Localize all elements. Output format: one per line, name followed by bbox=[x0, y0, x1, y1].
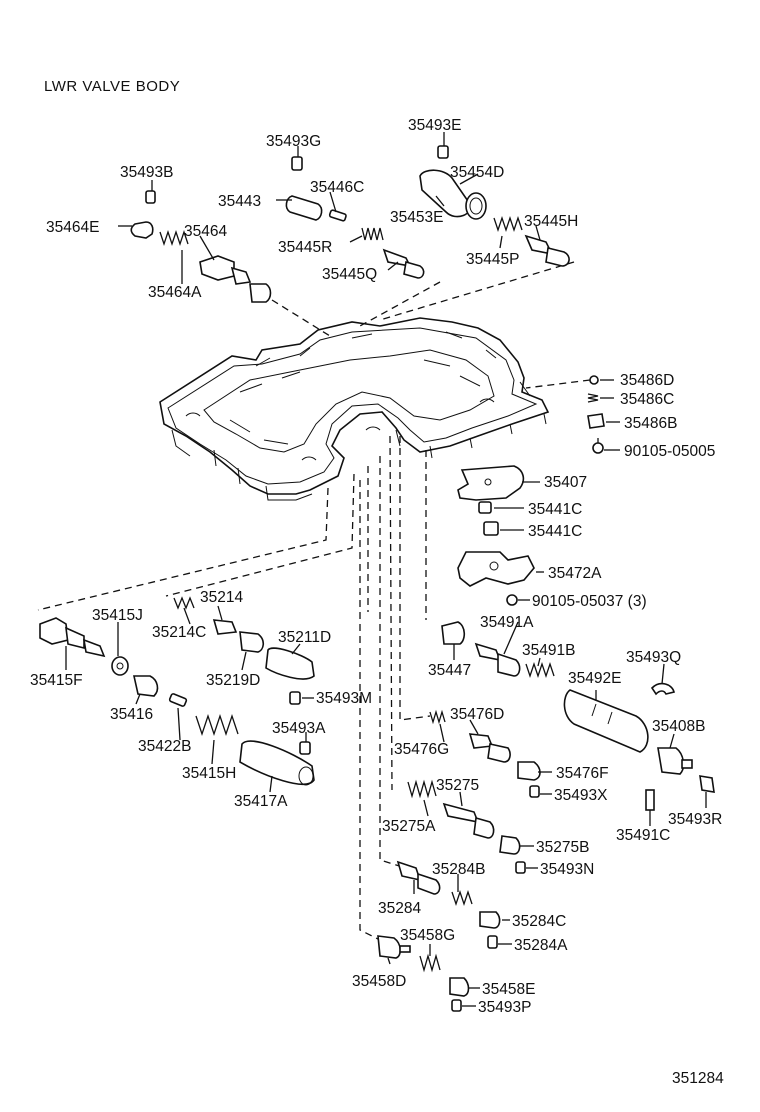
part-label-35417A: 35417A bbox=[234, 793, 288, 810]
part-label-35284C: 35284C bbox=[512, 913, 566, 930]
part-label-35464: 35464 bbox=[184, 223, 227, 240]
part-label-35422B: 35422B bbox=[138, 738, 191, 755]
lower-left-parts bbox=[39, 596, 315, 786]
part-label-35492E: 35492E bbox=[568, 670, 621, 687]
part-label-35493G: 35493G bbox=[266, 133, 321, 150]
part-label-35493P: 35493P bbox=[478, 999, 531, 1016]
part-label-35493N: 35493N bbox=[540, 861, 594, 878]
part-label-35458D: 35458D bbox=[352, 973, 406, 990]
part-label-35493Q: 35493Q bbox=[626, 649, 681, 666]
part-label-35491A: 35491A bbox=[480, 614, 534, 631]
part-label-35284: 35284 bbox=[378, 900, 421, 917]
part-label-35443: 35443 bbox=[218, 193, 261, 210]
diagram-title: LWR VALVE BODY bbox=[44, 78, 180, 95]
part-label-35476F: 35476F bbox=[556, 765, 609, 782]
part-label-35445Q: 35445Q bbox=[322, 266, 377, 283]
part-label-90105-05005: 90105-05005 bbox=[624, 443, 715, 460]
part-label-35447: 35447 bbox=[428, 662, 471, 679]
part-label-35493R: 35493R bbox=[668, 811, 722, 828]
part-label-35415J: 35415J bbox=[92, 607, 143, 624]
part-label-35486D: 35486D bbox=[620, 372, 674, 389]
part-label-35275A: 35275A bbox=[382, 818, 436, 835]
part-label-35493X: 35493X bbox=[554, 787, 608, 804]
part-label-35441C-lower: 35441C bbox=[528, 523, 582, 540]
right-side-parts bbox=[457, 375, 605, 606]
part-label-35275B: 35275B bbox=[536, 839, 589, 856]
part-label-35493M: 35493M bbox=[316, 690, 372, 707]
lower-center-parts bbox=[377, 621, 715, 1012]
part-label-35491C: 35491C bbox=[616, 827, 670, 844]
part-label-35486C: 35486C bbox=[620, 391, 674, 408]
part-label-35415H: 35415H bbox=[182, 765, 236, 782]
part-label-35284A: 35284A bbox=[514, 937, 568, 954]
part-label-35441C-upper: 35441C bbox=[528, 501, 582, 518]
part-label-35464A: 35464A bbox=[148, 284, 202, 301]
part-label-35408B: 35408B bbox=[652, 718, 705, 735]
part-label-35446C: 35446C bbox=[310, 179, 364, 196]
part-label-35407: 35407 bbox=[544, 474, 587, 491]
part-label-90105-05037: 90105-05037 (3) bbox=[532, 593, 647, 610]
part-label-35472A: 35472A bbox=[548, 565, 602, 582]
part-label-35214C: 35214C bbox=[152, 624, 206, 641]
part-label-35445R: 35445R bbox=[278, 239, 332, 256]
valve-body-casting bbox=[159, 317, 550, 501]
part-label-35458G: 35458G bbox=[400, 927, 455, 944]
part-label-35454D: 35454D bbox=[450, 164, 504, 181]
part-label-35445P: 35445P bbox=[466, 251, 519, 268]
part-label-35458E: 35458E bbox=[482, 981, 535, 998]
part-label-35486B: 35486B bbox=[624, 415, 677, 432]
part-label-35214: 35214 bbox=[200, 589, 243, 606]
part-label-35211D: 35211D bbox=[278, 629, 331, 646]
part-label-35453E: 35453E bbox=[390, 209, 443, 226]
part-label-35284B: 35284B bbox=[432, 861, 485, 878]
part-label-35464E: 35464E bbox=[46, 219, 99, 236]
upper-valve-parts bbox=[130, 145, 570, 303]
part-label-35415F: 35415F bbox=[30, 672, 83, 689]
part-labels: 35493G 35493E 35493B 35443 35446C 35454D… bbox=[30, 117, 722, 1016]
part-label-35219D: 35219D bbox=[206, 672, 260, 689]
figure-number: 351284 bbox=[672, 1070, 724, 1087]
part-label-35493A: 35493A bbox=[272, 720, 326, 737]
part-label-35491B: 35491B bbox=[522, 642, 575, 659]
part-label-35493B: 35493B bbox=[120, 164, 173, 181]
part-label-35476G: 35476G bbox=[394, 741, 449, 758]
part-label-35493E: 35493E bbox=[408, 117, 461, 134]
part-label-35275: 35275 bbox=[436, 777, 479, 794]
leader-lines bbox=[65, 132, 707, 1007]
part-label-35445H: 35445H bbox=[524, 213, 578, 230]
assembly-lines bbox=[37, 261, 591, 941]
part-label-35476D: 35476D bbox=[450, 706, 504, 723]
part-label-35416: 35416 bbox=[110, 706, 153, 723]
